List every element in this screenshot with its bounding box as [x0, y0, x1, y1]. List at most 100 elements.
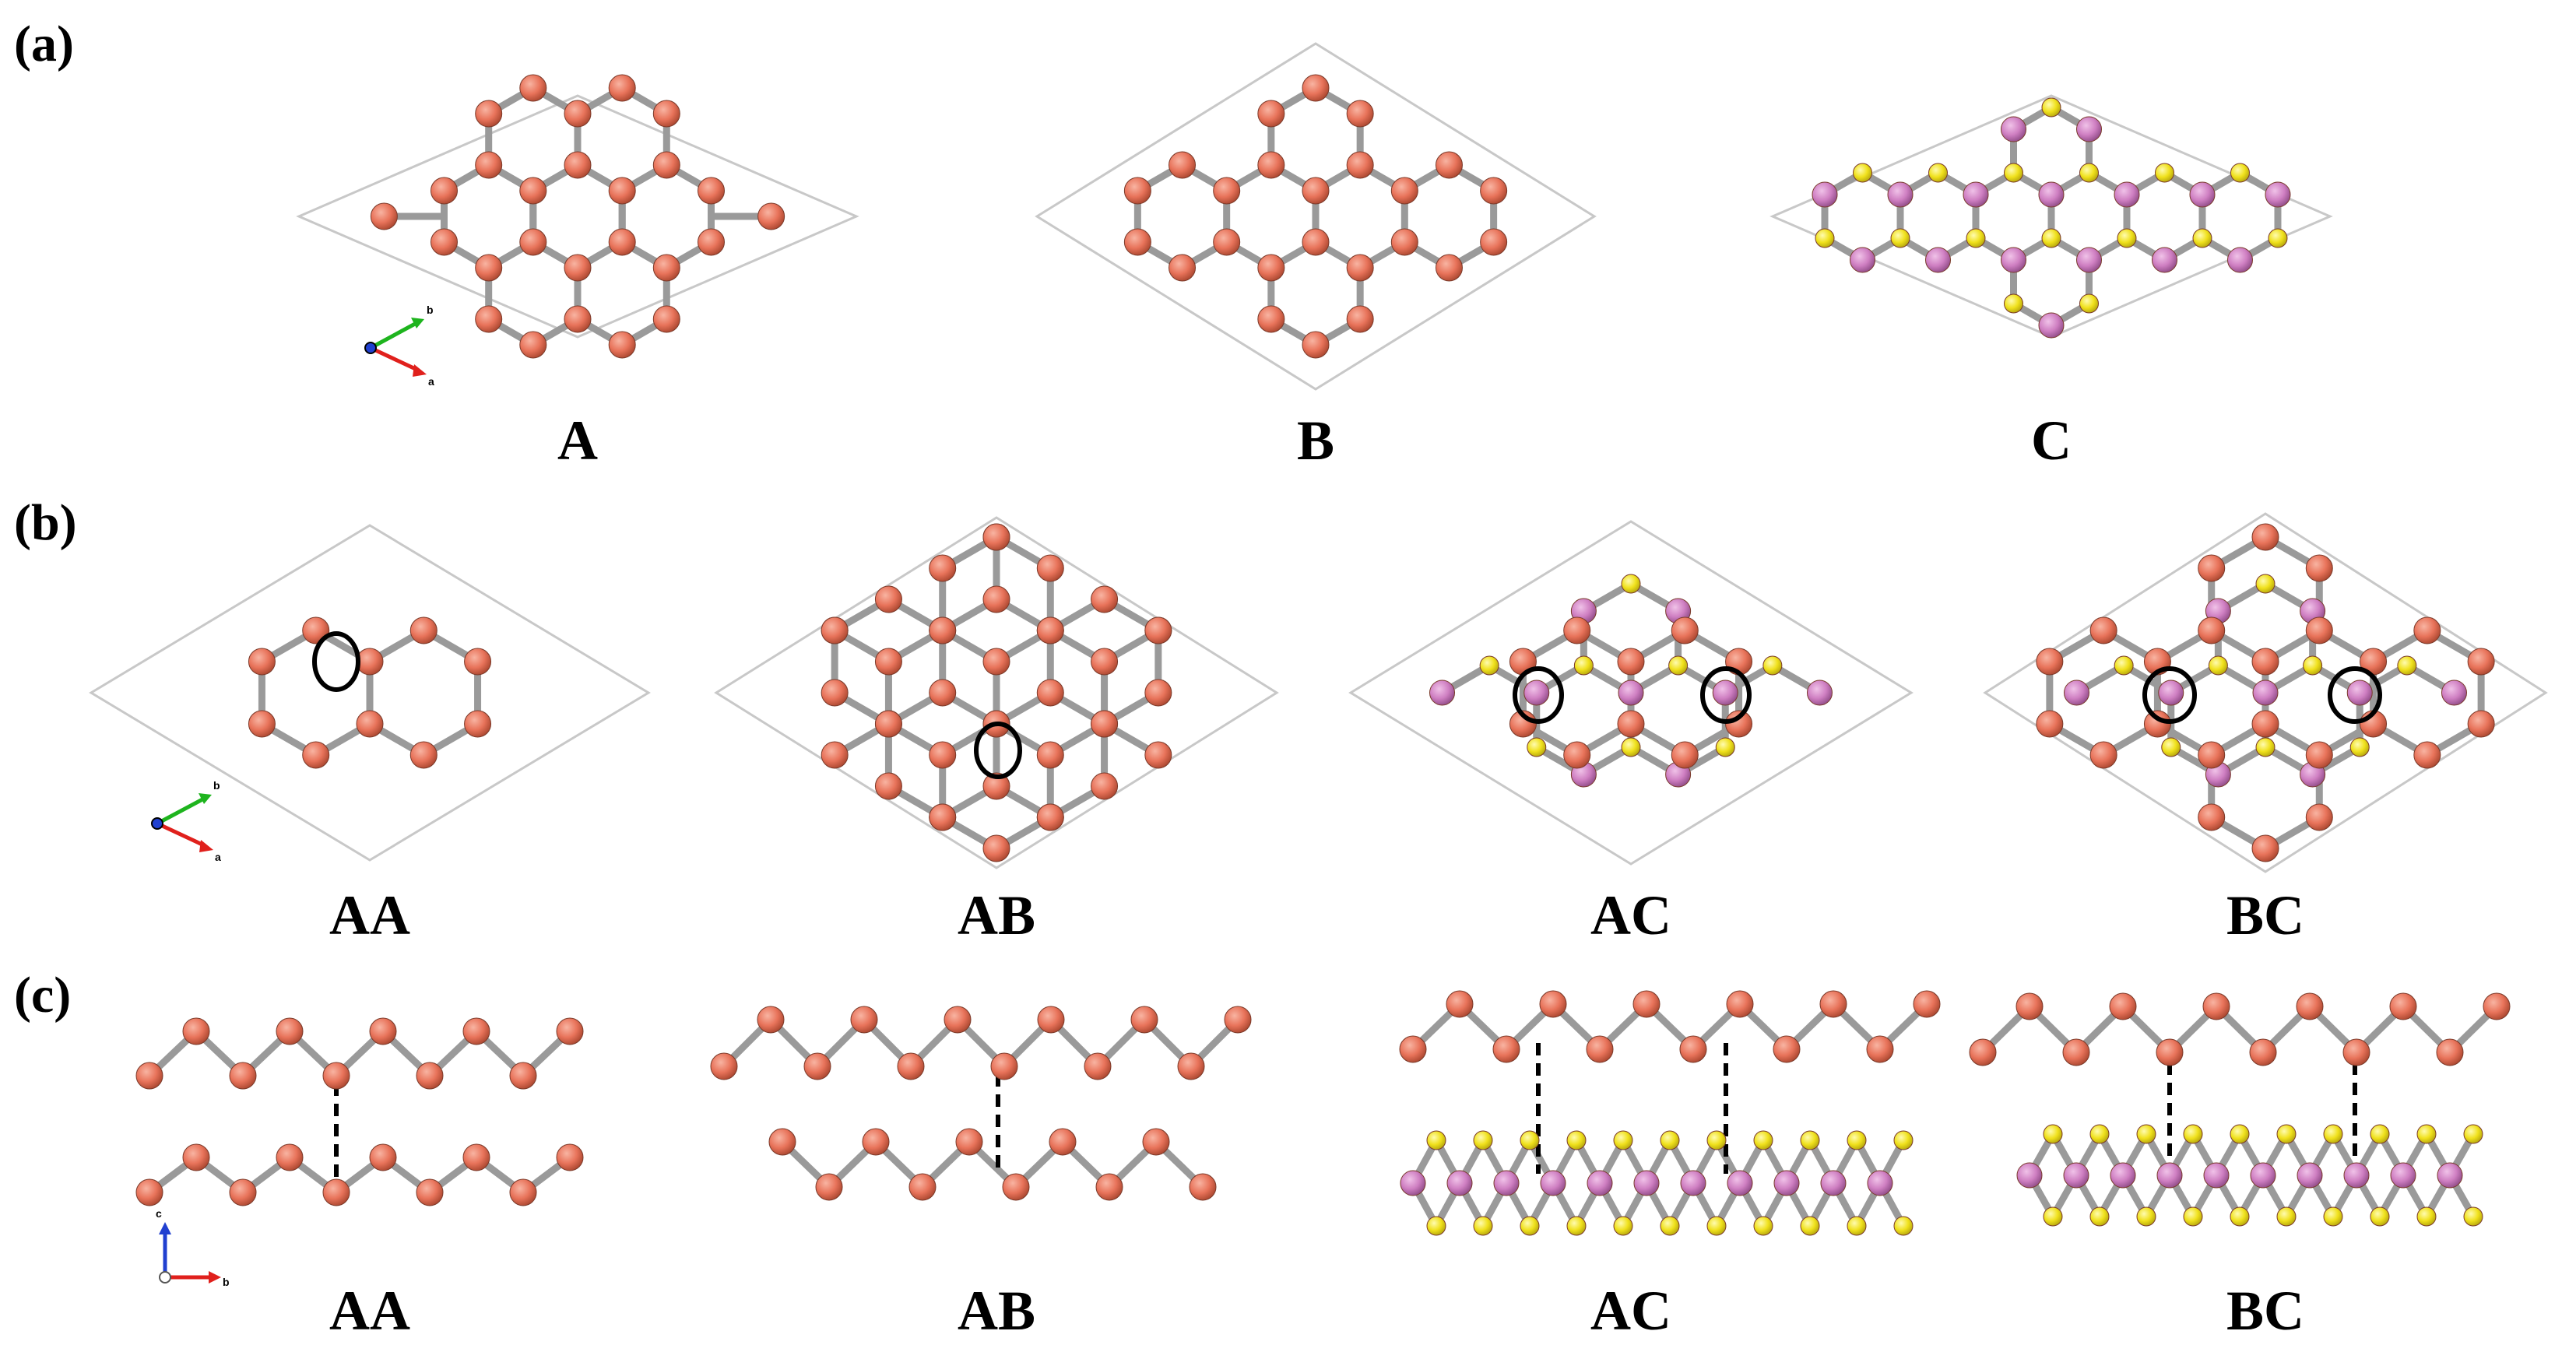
- orange-atom: [1123, 177, 1151, 205]
- orange-atom: [1144, 679, 1172, 707]
- pink-atom: [2441, 680, 2467, 706]
- orange-atom: [2156, 1038, 2184, 1066]
- orange-atom: [409, 741, 438, 769]
- orange-atom: [1036, 803, 1064, 831]
- orange-atom: [1091, 648, 1119, 676]
- orange-atom: [652, 100, 680, 128]
- orange-atom: [1257, 305, 1285, 333]
- orange-atom: [182, 1017, 210, 1045]
- yellow-atom: [2349, 737, 2370, 757]
- orange-atom: [322, 1062, 350, 1090]
- orange-atom: [929, 554, 957, 582]
- unit-cell-outline: [714, 516, 1279, 869]
- pink-atom: [2226, 247, 2253, 273]
- orange-atom: [519, 228, 547, 256]
- orange-atom: [862, 1128, 890, 1156]
- orange-atom: [1773, 1035, 1801, 1063]
- orange-atom: [1169, 151, 1197, 179]
- orange-atom: [929, 616, 957, 644]
- orange-atom: [1189, 1173, 1217, 1201]
- yellow-atom: [1800, 1130, 1820, 1150]
- orange-atom: [564, 100, 592, 128]
- orange-atom: [874, 710, 902, 738]
- orange-atom: [1671, 616, 1699, 644]
- orange-atom: [248, 710, 276, 738]
- panel-label-b: (b): [14, 494, 77, 551]
- axis-triad-c: c b: [156, 1207, 230, 1288]
- orange-atom: [564, 305, 592, 333]
- orange-atom: [2198, 616, 2226, 644]
- yellow-atom: [2208, 655, 2228, 676]
- orange-atom: [2036, 710, 2064, 738]
- orange-atom: [464, 710, 492, 738]
- orange-atom: [1224, 1006, 1252, 1034]
- yellow-atom: [1479, 655, 1499, 676]
- orange-atom: [803, 1052, 831, 1080]
- orange-atom: [874, 648, 902, 676]
- structure-label-b4: BC: [2226, 884, 2304, 946]
- structure-A: [296, 74, 859, 359]
- orange-atom: [1036, 616, 1064, 644]
- orange-atom: [1913, 990, 1941, 1018]
- orange-atom: [2305, 741, 2333, 769]
- structure-label-c3: AC: [1590, 1280, 1671, 1342]
- yellow-atom: [1815, 228, 1835, 248]
- orange-atom: [356, 648, 384, 676]
- orange-atom: [1142, 1128, 1170, 1156]
- highlight-circle: [2328, 666, 2382, 724]
- yellow-atom: [2089, 1206, 2110, 1227]
- orange-atom: [608, 74, 636, 102]
- yellow-atom: [2041, 228, 2061, 248]
- structure-label-b2: AB: [958, 884, 1035, 946]
- structure-label-c1: AA: [329, 1280, 410, 1342]
- yellow-atom: [1706, 1130, 1727, 1150]
- orange-atom: [135, 1178, 163, 1206]
- orange-atom: [229, 1178, 257, 1206]
- unit-cell-outline: [1769, 94, 2333, 339]
- orange-atom: [1302, 177, 1330, 205]
- yellow-atom: [2255, 737, 2276, 757]
- yellow-atom: [1706, 1216, 1727, 1236]
- highlight-circle: [2142, 666, 2197, 724]
- orange-atom: [1091, 585, 1119, 613]
- orange-atom: [982, 648, 1010, 676]
- pink-atom: [1867, 1170, 1893, 1196]
- orange-atom: [768, 1128, 796, 1156]
- orange-atom: [990, 1052, 1018, 1080]
- orange-atom: [1671, 741, 1699, 769]
- yellow-atom: [1426, 1130, 1446, 1150]
- yellow-atom: [1893, 1130, 1914, 1150]
- pink-atom: [1446, 1170, 1473, 1196]
- pink-atom: [1429, 680, 1456, 706]
- orange-atom: [519, 74, 547, 102]
- orange-atom: [1617, 648, 1645, 676]
- pink-atom: [2390, 1162, 2416, 1189]
- orange-atom: [2436, 1038, 2464, 1066]
- pink-atom: [2075, 247, 2102, 273]
- orange-atom: [2249, 1038, 2277, 1066]
- structure-B: [1035, 42, 1597, 391]
- structure-label-a3: C: [2031, 409, 2072, 472]
- orange-atom: [2296, 992, 2324, 1020]
- structure-label-a2: B: [1297, 409, 1334, 472]
- pink-atom: [2252, 680, 2279, 706]
- yellow-atom: [2136, 1124, 2156, 1144]
- orange-atom: [1130, 1006, 1158, 1034]
- pink-atom: [2151, 247, 2177, 273]
- orange-atom: [1679, 1035, 1707, 1063]
- orange-atom: [1346, 151, 1374, 179]
- orange-atom: [1177, 1052, 1205, 1080]
- yellow-atom: [1426, 1216, 1446, 1236]
- orange-atom: [248, 648, 276, 676]
- yellow-atom: [1520, 1216, 1540, 1236]
- yellow-atom: [2136, 1206, 2156, 1227]
- orange-atom: [1726, 990, 1754, 1018]
- structure-AA-side: [135, 1017, 584, 1206]
- yellow-atom: [2183, 1124, 2203, 1144]
- structure-label-b1: AA: [329, 884, 410, 946]
- pink-atom: [1812, 181, 1838, 208]
- orange-atom: [1632, 990, 1661, 1018]
- axis-triad-b: b a: [151, 779, 221, 863]
- orange-atom: [652, 254, 680, 282]
